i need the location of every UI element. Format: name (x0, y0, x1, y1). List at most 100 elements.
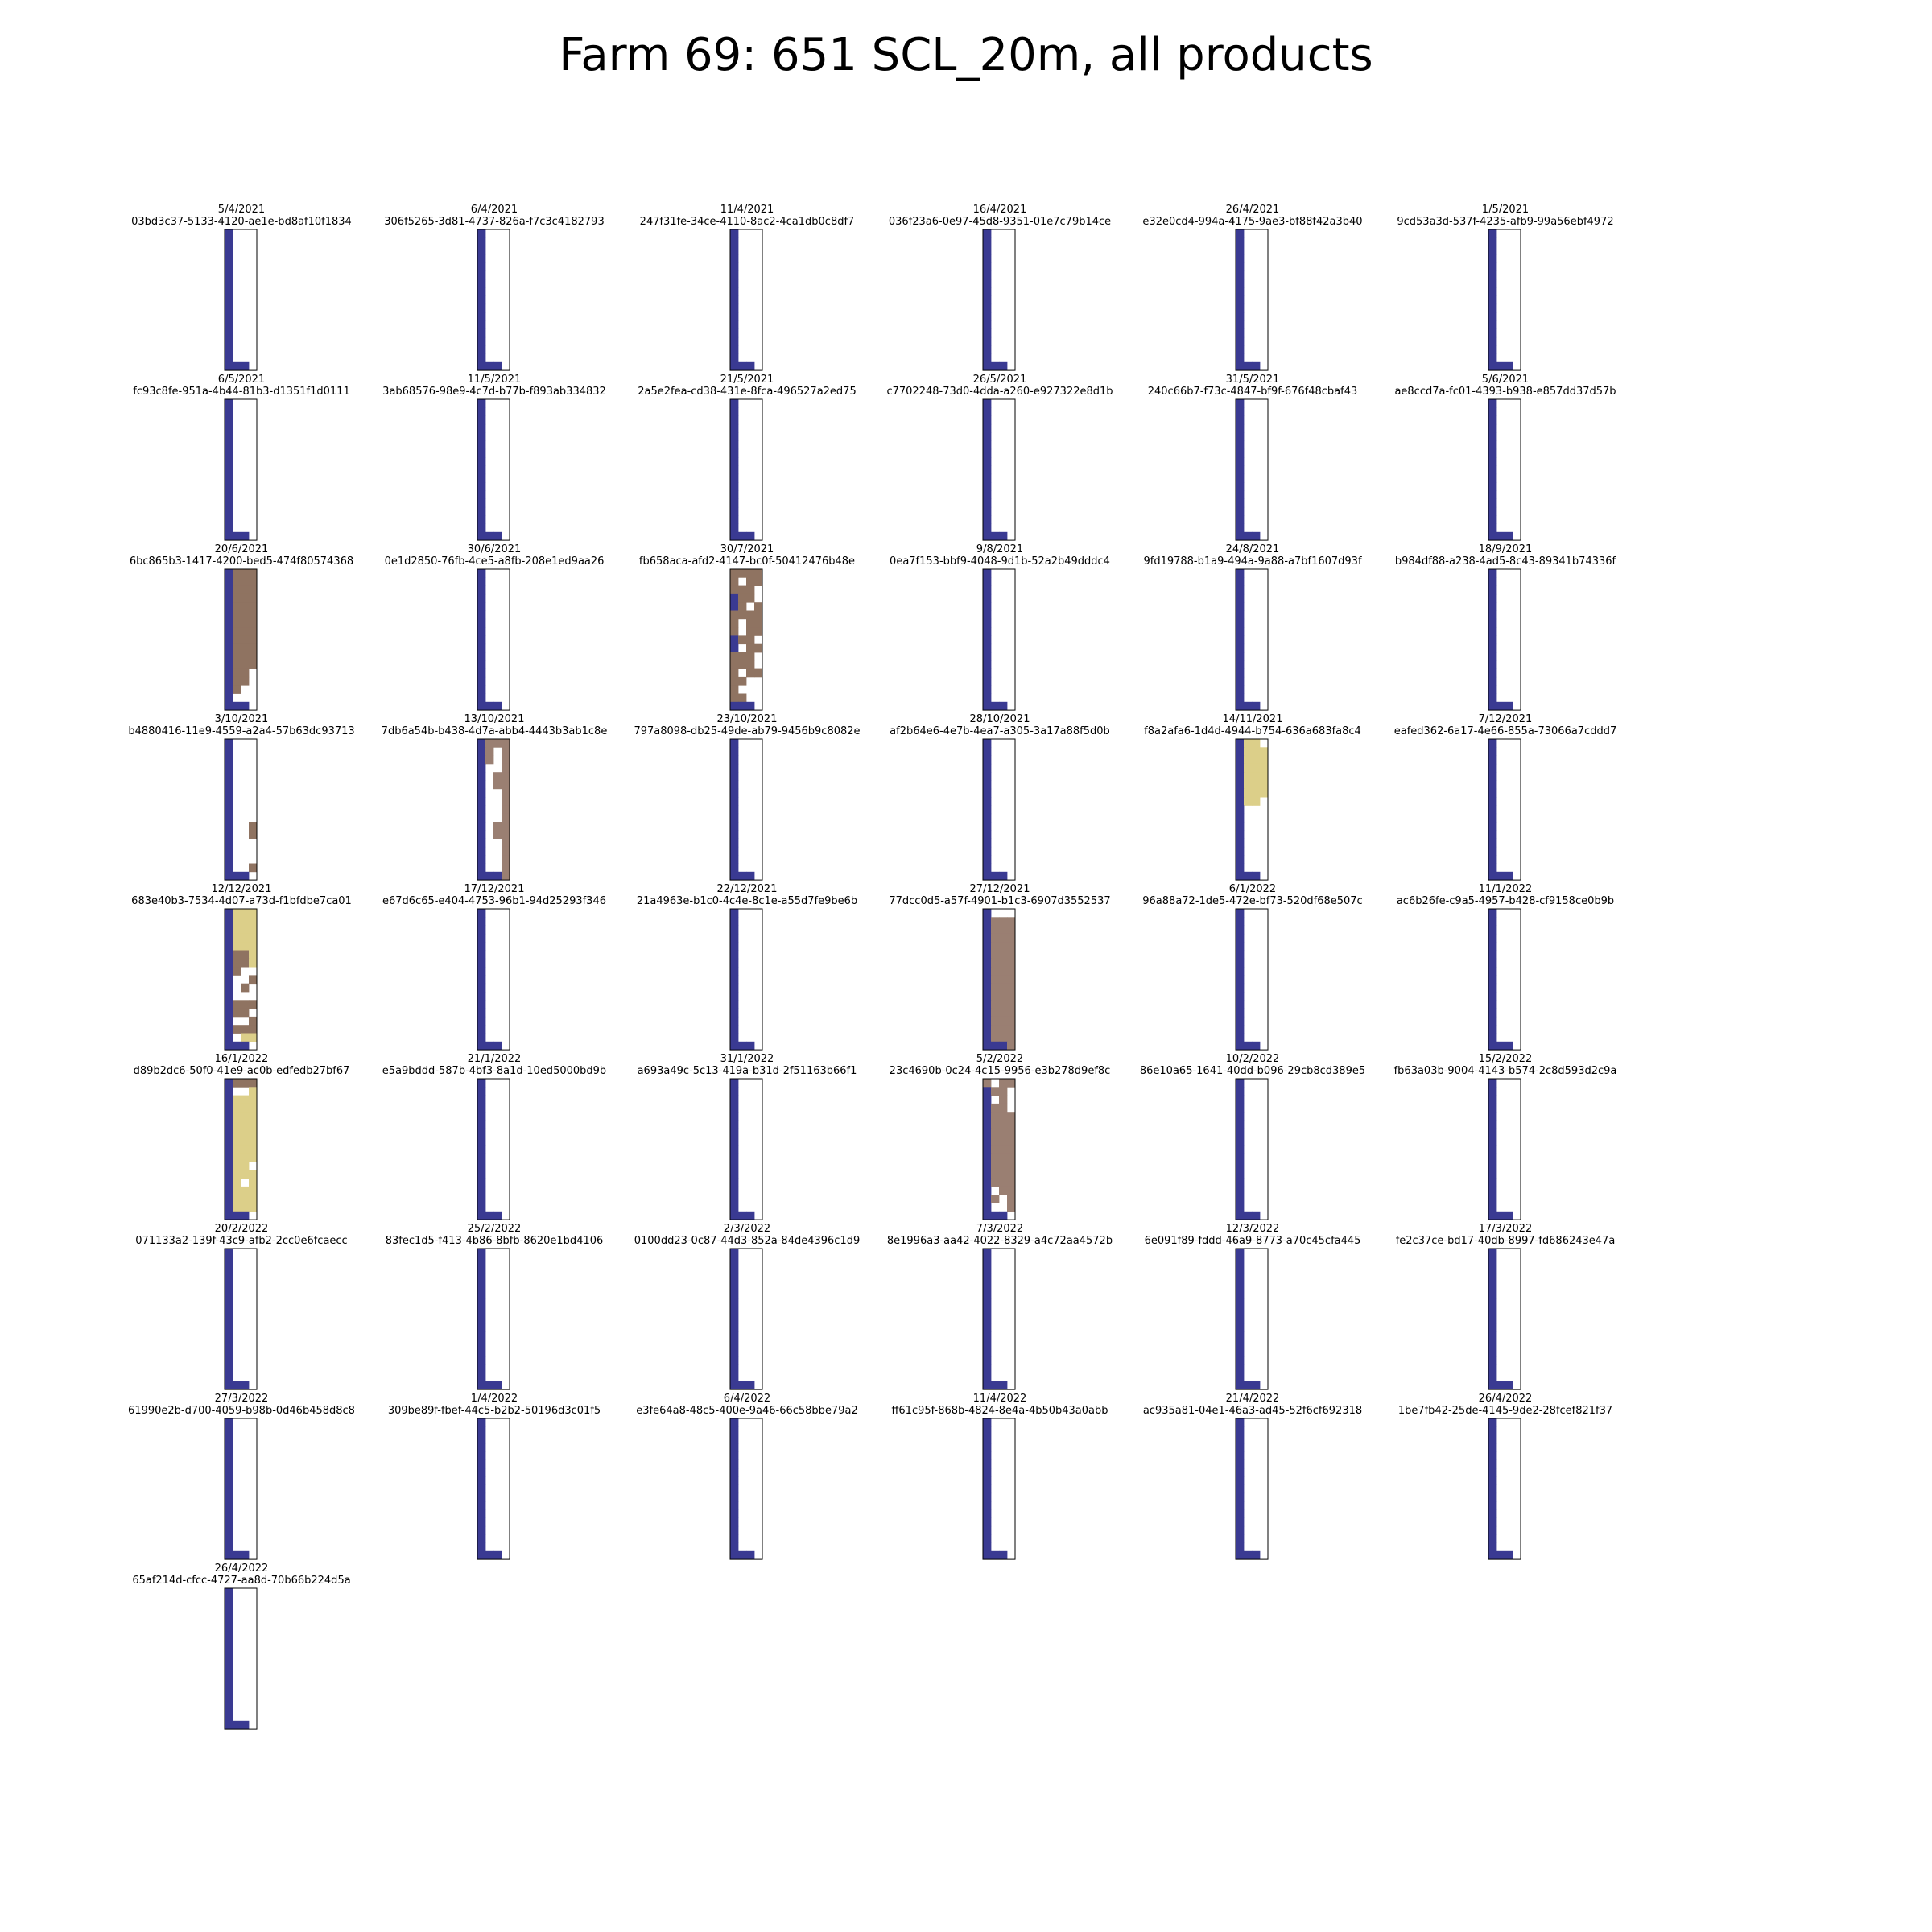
heatmap-frame (982, 908, 1016, 1051)
heatmap-cell (241, 652, 250, 661)
panel-date: 31/5/2021 (1225, 374, 1280, 386)
heatmap-cell (730, 1340, 739, 1348)
heatmap-cell (485, 739, 494, 748)
heatmap-frame (477, 908, 510, 1051)
heatmap-cell (233, 1153, 242, 1162)
heatmap-cell (249, 958, 258, 968)
panel-date: 16/1/2022 (214, 1053, 269, 1065)
heatmap-cell (477, 312, 486, 321)
heatmap-cell (477, 585, 486, 595)
heatmap-cell (477, 1282, 486, 1290)
heatmap-cell (249, 635, 258, 645)
scl-heatmap (224, 568, 258, 711)
heatmap-frame (477, 1418, 510, 1560)
heatmap-cell (730, 627, 739, 636)
heatmap-cell (233, 585, 242, 595)
heatmap-cell (1488, 1348, 1497, 1357)
panel-product-id: 23c4690b-0c24-4c15-9956-e3b278d9ef8c (889, 1065, 1111, 1077)
heatmap-cell (249, 1153, 258, 1162)
heatmap-cell (999, 1162, 1008, 1170)
heatmap-cell (477, 1484, 486, 1494)
heatmap-cell (983, 423, 992, 433)
heatmap-cell (225, 1315, 233, 1324)
heatmap-cell (1236, 863, 1245, 873)
heatmap-cell (1007, 975, 1016, 985)
heatmap-cell (233, 577, 242, 586)
panel-date: 11/4/2022 (972, 1393, 1027, 1405)
heatmap-cell (730, 652, 739, 661)
panel-product-id: e32e0cd4-994a-4175-9ae3-bf88f42a3b40 (1142, 216, 1363, 228)
heatmap-cell (225, 262, 233, 271)
heatmap-cell (241, 925, 250, 935)
heatmap-cell (983, 942, 992, 951)
panel-product-id: fb658aca-afd2-4147-bc0f-50412476b48e (638, 555, 856, 568)
heatmap-cell (477, 652, 486, 661)
heatmap-cell (738, 1381, 747, 1390)
heatmap-cell (1236, 415, 1245, 425)
heatmap-cell (1236, 448, 1245, 458)
heatmap-cell (991, 1170, 1000, 1179)
heatmap-cell (477, 747, 486, 756)
heatmap-cell (477, 772, 486, 781)
heatmap-cell (1007, 933, 1016, 943)
heatmap-frame (982, 1418, 1016, 1560)
heatmap-cell (225, 1323, 233, 1332)
heatmap-cell (1260, 788, 1269, 798)
heatmap-cell (241, 1025, 250, 1034)
heatmap-cell (1488, 871, 1497, 881)
heatmap-cell (730, 739, 739, 748)
heatmap-cell (1252, 797, 1261, 806)
heatmap-cell (249, 1137, 258, 1146)
panel-date: 21/4/2022 (1225, 1393, 1280, 1405)
heatmap-cell (983, 838, 992, 848)
heatmap-cell (1488, 1331, 1497, 1340)
heatmap-cell (477, 1170, 486, 1179)
heatmap-cell (225, 399, 233, 408)
heatmap-cell (249, 1000, 258, 1009)
heatmap-cell (1007, 1153, 1016, 1162)
heatmap-cell (1236, 668, 1245, 678)
heatmap-cell (502, 739, 510, 748)
heatmap-cell (225, 361, 233, 371)
heatmap-cell (1488, 1290, 1497, 1299)
heatmap-cell (1007, 1203, 1016, 1212)
heatmap-cell (1236, 229, 1245, 238)
heatmap-cell (1488, 328, 1497, 338)
heatmap-frame (477, 568, 510, 711)
heatmap-frame (982, 1248, 1016, 1390)
heatmap-cell (225, 1120, 233, 1129)
heatmap-cell (999, 917, 1008, 926)
heatmap-cell (477, 1364, 486, 1373)
panel-product-id: af2b64e6-4e7b-4ea7-a305-3a17a88f5d0b (890, 725, 1110, 737)
heatmap-cell (1252, 701, 1261, 711)
heatmap-cell (485, 1550, 494, 1560)
scl-heatmap (477, 398, 510, 541)
heatmap-cell (730, 498, 739, 508)
heatmap-cell (1488, 415, 1497, 425)
heatmap-cell (1496, 1381, 1505, 1390)
panel-date: 16/4/2021 (972, 204, 1027, 216)
heatmap-frame (1488, 738, 1521, 881)
panel-date: 24/8/2021 (1225, 543, 1280, 555)
heatmap-cell (1236, 295, 1245, 305)
heatmap-cell (1007, 1025, 1016, 1034)
heatmap-cell (746, 1381, 755, 1390)
heatmap-cell (991, 1178, 1000, 1187)
heatmap-cell (1488, 1484, 1497, 1494)
heatmap-cell (225, 1257, 233, 1265)
heatmap-cell (746, 531, 755, 541)
heatmap-cell (991, 1103, 1000, 1113)
heatmap-cell (1236, 763, 1245, 773)
heatmap-cell (1488, 506, 1497, 516)
heatmap-cell (241, 909, 250, 918)
heatmap-cell (1236, 345, 1245, 354)
heatmap-cell (983, 415, 992, 425)
heatmap-cell (1236, 237, 1245, 246)
heatmap-cell (249, 1095, 258, 1104)
heatmap-cell (1488, 1534, 1497, 1543)
heatmap-cell (241, 1162, 250, 1170)
panel-product-id: 61990e2b-d700-4059-b98b-0d46b458d8c8 (128, 1405, 355, 1417)
heatmap-cell (477, 303, 486, 313)
heatmap-cell (999, 1016, 1008, 1026)
heatmap-cell (225, 440, 233, 450)
